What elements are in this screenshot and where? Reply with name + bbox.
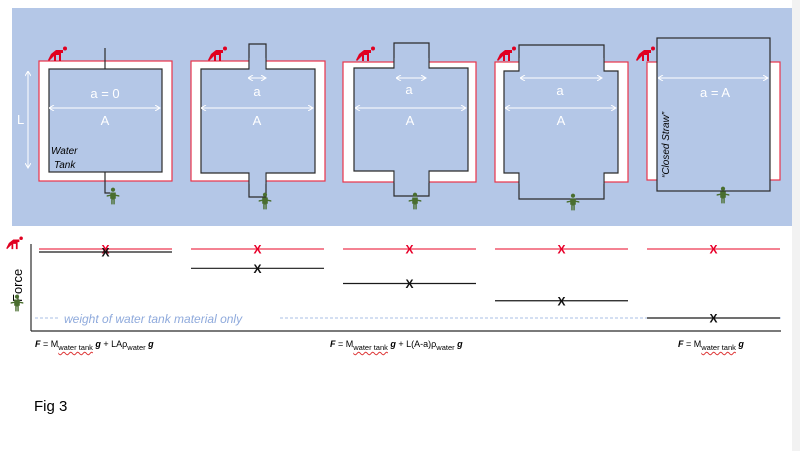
water-tank	[503, 44, 619, 200]
formula-text: = M	[40, 339, 59, 349]
formula-sub: water tank	[701, 342, 736, 352]
push-force-marker-3: X	[405, 243, 413, 257]
pusher-figure-icon	[356, 46, 375, 61]
bottom-straw	[104, 172, 110, 194]
hold-force-marker-4: X	[557, 294, 565, 308]
a-label: a	[556, 83, 564, 98]
pusher-figure-icon	[497, 46, 516, 61]
L-label: L	[17, 112, 24, 127]
formula-text: + LAρ	[100, 339, 128, 349]
A-label: A	[101, 113, 110, 128]
a-label: a	[253, 84, 261, 99]
push-force-marker-2: X	[253, 243, 261, 257]
formula-F: F	[678, 339, 684, 349]
formula-sub: water tank	[353, 342, 388, 352]
formula-F: F	[330, 339, 336, 349]
water-tank	[353, 42, 469, 197]
a-label: a = 0	[90, 86, 119, 101]
pusher-figure-icon	[208, 46, 227, 61]
A-label: A	[557, 113, 566, 128]
figure-caption: Fig 3	[34, 398, 68, 415]
pusher-figure-icon	[48, 46, 67, 61]
hold-force-marker-5: X	[709, 312, 717, 326]
formula-closed-straw: F = Mwater tank g	[678, 339, 744, 352]
closed-straw-label: “Closed Straw”	[661, 111, 672, 178]
formula-g: g	[457, 339, 463, 349]
tank-panel-1: L a = 0 A Water Tank	[17, 46, 173, 205]
formula-g: g	[148, 339, 154, 349]
water-tank	[656, 37, 771, 192]
push-force-marker-5: X	[709, 243, 717, 257]
formula-F: F	[35, 339, 41, 349]
push-force-marker-1: X	[101, 243, 109, 257]
formula-sub: water	[127, 342, 146, 352]
tank-panel-3: a A	[342, 42, 477, 210]
a-label: a = A	[700, 85, 730, 100]
hold-force-marker-2: X	[253, 262, 261, 276]
tank-panel-4: a A	[494, 44, 629, 211]
formula-g: g	[738, 339, 744, 349]
page-edge	[792, 0, 800, 451]
pusher-legend-icon	[6, 236, 23, 250]
push-force-marker-4: X	[557, 243, 565, 257]
tank-label-water: Water	[51, 146, 78, 157]
a-label: a	[405, 82, 413, 97]
hold-force-marker-1: X	[101, 246, 109, 260]
holder-figure-icon	[106, 187, 120, 205]
formula-g: g	[390, 339, 396, 349]
formula-text: = M	[335, 339, 354, 349]
force-plot: weight of water tank material only Force…	[6, 236, 781, 332]
formula-sub: water	[436, 342, 455, 352]
tank-panel-5: a = A “Closed Straw”	[636, 37, 781, 204]
formula-full-tank: F = Mwater tank g + LAρwater g	[35, 339, 154, 352]
hold-force-marker-3: X	[405, 277, 413, 291]
formula-partial-tank: F = Mwater tank g + L(A-a)ρwater g	[330, 339, 463, 352]
A-label: A	[253, 113, 262, 128]
pusher-figure-icon	[636, 46, 655, 61]
formula-g: g	[95, 339, 101, 349]
formula-sub: water tank	[58, 342, 93, 352]
formula-text: = M	[683, 339, 702, 349]
tank-label-tank: Tank	[54, 160, 76, 171]
water-tank	[200, 43, 316, 198]
tank-panel-2: a A	[190, 43, 326, 210]
baseline-label: weight of water tank material only	[64, 312, 243, 326]
formula-text: + L(A-a)ρ	[395, 339, 437, 349]
A-label: A	[406, 113, 415, 128]
y-axis-label: Force	[10, 269, 25, 302]
